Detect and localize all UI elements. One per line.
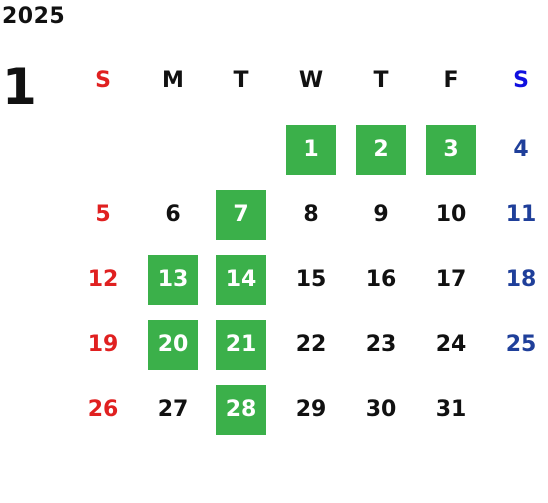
- calendar-year: 2025: [2, 4, 66, 29]
- day-cell-7[interactable]: 7: [216, 190, 266, 240]
- day-cell-3[interactable]: 3: [426, 125, 476, 175]
- day-cell-14[interactable]: 14: [216, 255, 266, 305]
- day-cell-29[interactable]: 29: [295, 397, 327, 422]
- day-cell-9[interactable]: 9: [373, 202, 389, 227]
- day-cell-31[interactable]: 31: [435, 397, 467, 422]
- weekday-header-thu: T: [373, 68, 389, 93]
- day-cell-4[interactable]: 4: [513, 137, 529, 162]
- day-cell-13[interactable]: 13: [148, 255, 198, 305]
- day-cell-22[interactable]: 22: [295, 332, 327, 357]
- day-cell-12[interactable]: 12: [87, 267, 119, 292]
- day-cell-28[interactable]: 28: [216, 385, 266, 435]
- weekday-header-sun: S: [95, 68, 111, 93]
- weekday-header-wed: W: [298, 68, 324, 93]
- day-cell-18[interactable]: 18: [505, 267, 537, 292]
- day-cell-30[interactable]: 30: [365, 397, 397, 422]
- day-cell-23[interactable]: 23: [365, 332, 397, 357]
- weekday-header-mon: M: [162, 68, 184, 93]
- day-cell-27[interactable]: 27: [157, 397, 189, 422]
- weekday-header-sat: S: [513, 68, 529, 93]
- day-cell-26[interactable]: 26: [87, 397, 119, 422]
- weekday-header-tue: T: [233, 68, 249, 93]
- calendar-month: 1: [2, 58, 37, 116]
- day-cell-21[interactable]: 21: [216, 320, 266, 370]
- day-cell-11[interactable]: 11: [505, 202, 537, 227]
- weekday-header-fri: F: [443, 68, 459, 93]
- day-cell-20[interactable]: 20: [148, 320, 198, 370]
- day-cell-8[interactable]: 8: [303, 202, 319, 227]
- day-cell-19[interactable]: 19: [87, 332, 119, 357]
- day-cell-6[interactable]: 6: [165, 202, 181, 227]
- day-cell-16[interactable]: 16: [365, 267, 397, 292]
- day-cell-1[interactable]: 1: [286, 125, 336, 175]
- day-cell-24[interactable]: 24: [435, 332, 467, 357]
- day-cell-17[interactable]: 17: [435, 267, 467, 292]
- day-cell-5[interactable]: 5: [95, 202, 111, 227]
- day-cell-2[interactable]: 2: [356, 125, 406, 175]
- day-cell-15[interactable]: 15: [295, 267, 327, 292]
- day-cell-10[interactable]: 10: [435, 202, 467, 227]
- day-cell-25[interactable]: 25: [505, 332, 537, 357]
